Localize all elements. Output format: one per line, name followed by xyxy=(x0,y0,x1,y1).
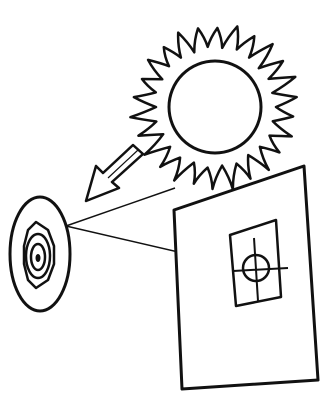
concentric-disc-icon xyxy=(10,197,70,311)
sun-disc xyxy=(169,61,261,153)
panel-with-crosshair-icon xyxy=(174,166,318,389)
sight-line-upper xyxy=(66,188,175,226)
arrow-down-left-icon xyxy=(86,145,143,201)
disc-center xyxy=(36,254,41,262)
disc-outer-rim xyxy=(10,197,70,311)
sun-icon xyxy=(130,26,296,189)
